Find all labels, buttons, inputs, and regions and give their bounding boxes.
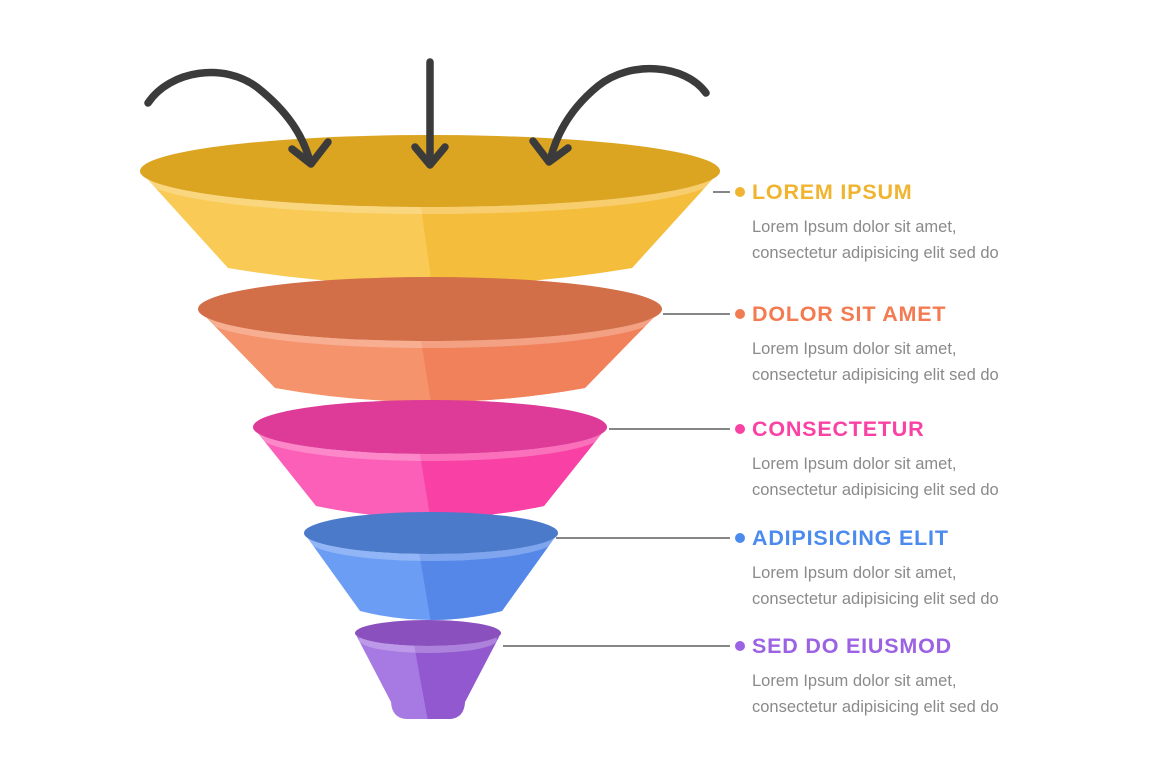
stage-description-line: Lorem Ipsum dolor sit amet, [752,340,957,358]
stage-bullet [735,187,745,197]
stage-bullet [735,641,745,651]
stage-top-surface [253,400,607,454]
stage-connectors [503,187,745,651]
stage-top-surface [355,620,501,646]
stage-description-line: Lorem Ipsum dolor sit amet, [752,564,957,582]
funnel-stage-4 [304,512,558,620]
stage-description: Lorem Ipsum dolor sit amet, consectetur … [752,668,1082,720]
stage-description-line: consectetur adipisicing elit sed do [752,244,999,262]
left-curved-arrow [144,68,313,162]
funnel-stage-5 [355,620,501,719]
stage-label-group-5: SED DO EIUSMOD Lorem Ipsum dolor sit ame… [752,632,1082,720]
stage-description-line: consectetur adipisicing elit sed do [752,366,999,384]
stage-title: CONSECTETUR [752,417,925,441]
funnel-stage-3 [253,400,607,518]
stage-description: Lorem Ipsum dolor sit amet, consectetur … [752,451,1082,503]
stage-description-line: consectetur adipisicing elit sed do [752,590,999,608]
stage-body-right-shade [409,533,558,620]
right-curved-arrow [547,65,710,161]
stage-body-right-shade [408,171,720,285]
stage-bullet [735,309,745,319]
stage-title: SED DO EIUSMOD [752,634,952,658]
stage-bullet [735,533,745,543]
stage-label-group-2: DOLOR SIT AMET Lorem Ipsum dolor sit ame… [752,300,1082,388]
right-arrowhead-icon [529,137,572,166]
stage-body-right-shade [406,633,501,719]
stage-title: ADIPISICING ELIT [752,526,949,550]
stage-top-surface [304,512,558,554]
stage-title: DOLOR SIT AMET [752,302,947,326]
funnel-stage-1 [140,135,720,285]
stage-description-line: Lorem Ipsum dolor sit amet, [752,218,957,236]
inflow-arrows [144,58,710,169]
stage-top-surface [140,135,720,207]
stage-description: Lorem Ipsum dolor sit amet, consectetur … [752,336,1082,388]
stage-description-line: consectetur adipisicing elit sed do [752,481,999,499]
stage-top-surface [198,277,662,341]
stage-label-group-4: ADIPISICING ELIT Lorem Ipsum dolor sit a… [752,524,1082,612]
funnel-stage-2 [198,277,662,402]
stage-body-right-shade [408,427,607,518]
stage-description-line: Lorem Ipsum dolor sit amet, [752,455,957,473]
stage-description: Lorem Ipsum dolor sit amet, consectetur … [752,560,1082,612]
stage-label-group-3: CONSECTETUR Lorem Ipsum dolor sit amet, … [752,415,1082,503]
stage-bullet [735,424,745,434]
stage-description-line: consectetur adipisicing elit sed do [752,698,999,716]
left-arrowhead-icon [288,138,332,168]
stage-body-right-shade [408,309,662,402]
stage-label-group-1: LOREM IPSUM Lorem Ipsum dolor sit amet, … [752,178,1082,266]
stage-description: Lorem Ipsum dolor sit amet, consectetur … [752,214,1082,266]
stage-description-line: Lorem Ipsum dolor sit amet, [752,672,957,690]
stage-title: LOREM IPSUM [752,180,913,204]
middle-arrowhead-icon [411,143,449,169]
